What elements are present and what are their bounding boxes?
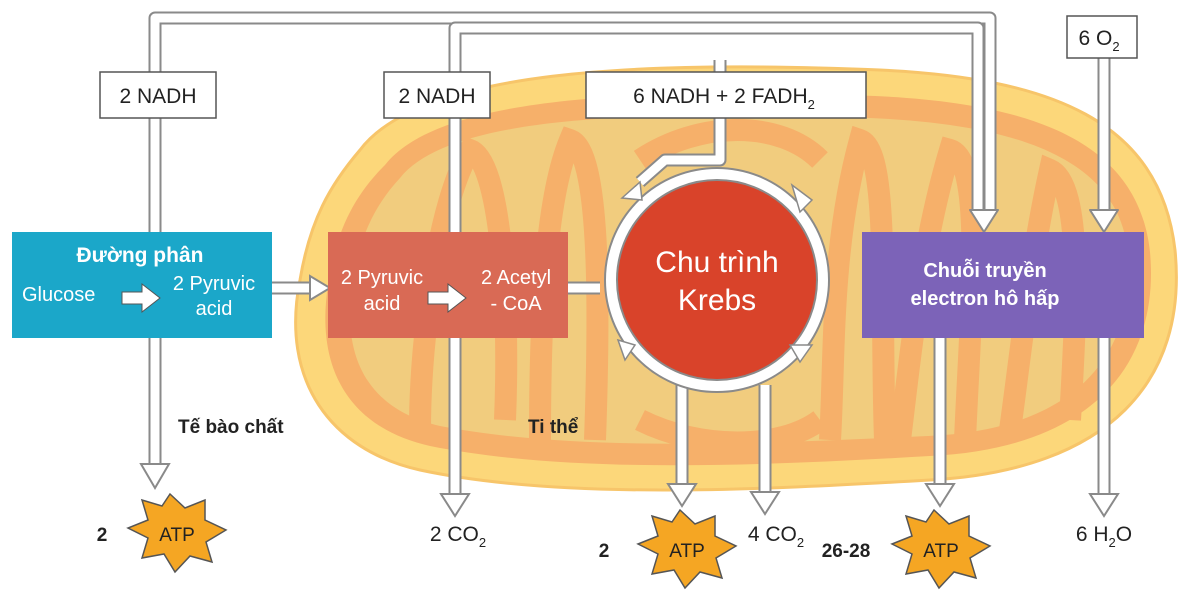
glucose-label: Glucose [22,284,95,306]
nadh-glycolysis-label: 2 NADH [119,85,196,108]
krebs-cycle-arrow [788,344,814,364]
krebs-line1: Chu trình [655,246,778,279]
glycolysis-box: Đường phân Glucose 2 Pyruvic acid [12,232,272,338]
krebs-line2: Krebs [678,284,756,317]
oxygen-label: 6 O2 [1078,27,1119,54]
atp-etc-label: ATP [923,541,959,562]
etc-line1: Chuỗi truyền [923,258,1046,282]
atp-krebs: ATP 2 [599,508,738,590]
glycolysis-product-line2: acid [196,298,233,320]
atp-krebs-label: ATP [669,541,705,562]
atp-glycolysis-count: 2 [97,525,108,546]
water-label: 6 H2O [1076,523,1132,550]
atp-krebs-count: 2 [599,541,610,562]
nadh-transfer-lines [148,11,1119,233]
krebs-output-box: 6 NADH + 2 FADH2 [585,71,867,119]
krebs-cycle-arrow [616,338,637,362]
krebs-cycle-arrow [790,183,814,214]
co2-pyruvate-label: 2 CO2 [430,523,486,550]
krebs-cycle-arrow [620,180,643,201]
mitochondria-label: Ti thể [528,417,579,438]
krebs-output-label: 6 NADH + 2 FADH2 [633,85,815,112]
glycolysis-product-line1: 2 Pyruvic [173,273,255,295]
etc-box: Chuỗi truyền electron hô hấp [862,232,1144,338]
co2-krebs-label: 4 CO2 [748,523,804,550]
pyruvate-inner-arrow [427,282,467,314]
pyruvate-input-line1: 2 Pyruvic [341,267,423,289]
output-arrows [139,338,1120,518]
glycolysis-inner-arrow [121,282,161,314]
atp-etc-count: 26-28 [822,541,871,562]
etc-line2: electron hô hấp [911,288,1060,310]
atp-glycolysis: ATP 2 [97,492,228,574]
nadh-glycolysis-box: 2 NADH [99,71,217,119]
pyruvate-output-line2: - CoA [490,293,542,315]
atp-etc: ATP 26-28 [822,508,992,590]
cytoplasm-label: Tế bào chất [178,417,284,438]
pyruvate-input-line2: acid [364,293,401,315]
glycolysis-title: Đường phân [77,244,204,267]
krebs-cycle: Chu trình Krebs [604,167,830,393]
oxygen-box: 6 O2 [1066,15,1138,59]
pyruvate-output-line1: 2 Acetyl [481,267,551,289]
nadh-pyruvate-label: 2 NADH [398,85,475,108]
pyruvate-box: 2 Pyruvic acid 2 Acetyl - CoA [328,232,568,338]
atp-glycolysis-label: ATP [159,525,195,546]
flow-arrows [272,274,600,302]
nadh-pyruvate-box: 2 NADH [383,71,491,119]
